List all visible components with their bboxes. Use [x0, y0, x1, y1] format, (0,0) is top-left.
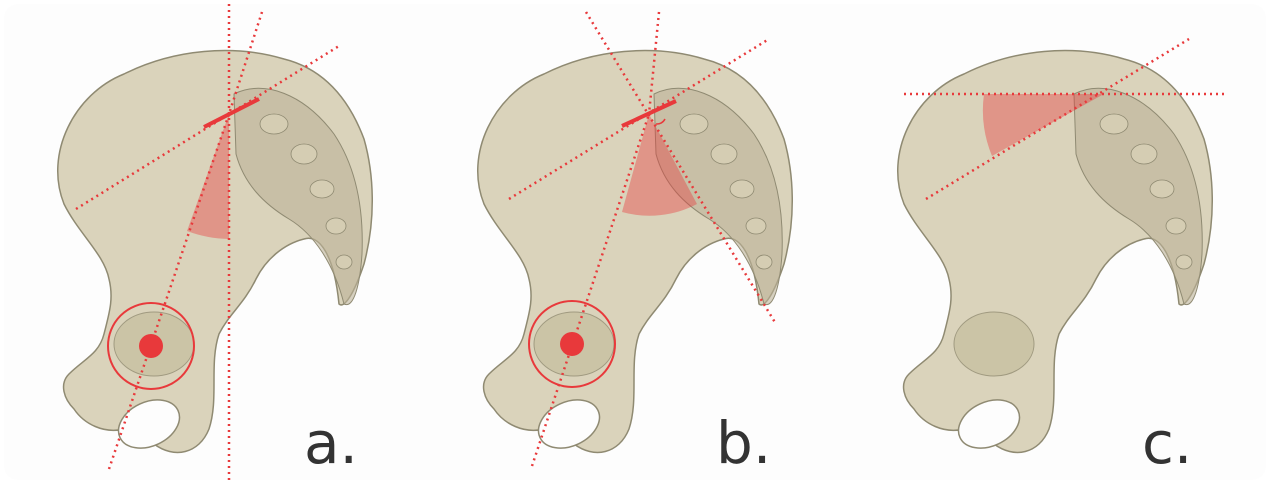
panel-a-illustration	[4, 4, 424, 480]
panel-label-c: c.	[1142, 414, 1192, 472]
panel-b-illustration	[424, 4, 844, 480]
panel-c: c.	[844, 4, 1264, 480]
femoral-head-center	[560, 332, 584, 356]
panel-a: a.	[4, 4, 424, 480]
panel-c-illustration	[844, 4, 1264, 480]
panel-label-a: a.	[304, 414, 358, 472]
pelvis-figure: a.	[4, 4, 1266, 480]
femoral-head-center	[139, 334, 163, 358]
panel-label-b: b.	[716, 414, 771, 472]
panel-b: b.	[424, 4, 844, 480]
